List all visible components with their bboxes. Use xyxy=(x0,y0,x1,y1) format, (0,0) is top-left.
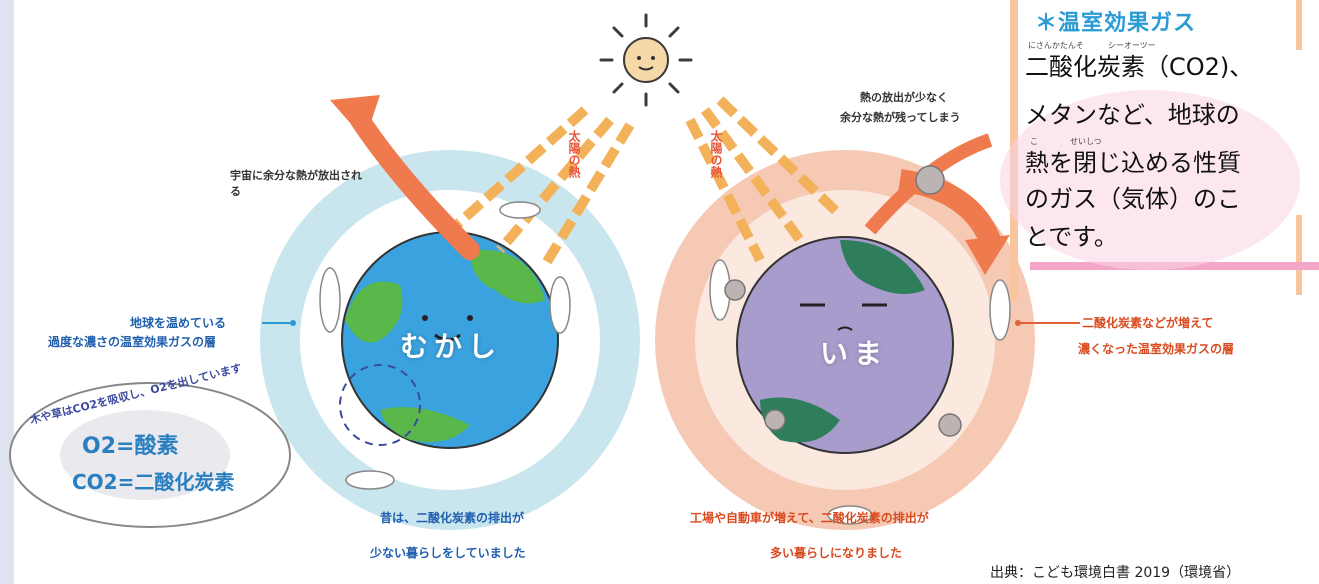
bubble-o2: O2=酸素 xyxy=(82,434,179,459)
present-land-bottom xyxy=(760,397,840,443)
left-margin-band xyxy=(0,0,14,584)
present-caption-1: 工場や自動車が増えて、二酸化炭素の排出が xyxy=(690,511,929,525)
past-heat-label: 太陽の熱 xyxy=(567,130,581,178)
past-land-left xyxy=(345,281,403,343)
note-title: ＊温室効果ガス xyxy=(1035,11,1197,36)
past-release-arrow xyxy=(350,110,480,260)
note-line-5: とです。 xyxy=(1025,223,1118,251)
present-trapped-note-2: 余分な熱が残ってしまう xyxy=(840,111,961,124)
note-line-1: 二酸化炭素（CO2)、 xyxy=(1025,53,1254,81)
past-layer-note-2: 過度な濃さの温室効果ガスの層 xyxy=(48,335,217,349)
past-caption-1: 昔は、二酸化炭素の排出が xyxy=(380,511,525,525)
present-trapped-note-1: 熱の放出が少なく xyxy=(860,91,948,104)
past-layer-note-1: 地球を温めている xyxy=(130,316,227,330)
present-layer-note-2: 濃くなった温室効果ガスの層 xyxy=(1078,342,1235,356)
past-land-bottom xyxy=(380,407,470,443)
note-line-3: 熱を閉じ込める性質 xyxy=(1025,149,1241,177)
past-release-note: 宇宙に余分な熱が放出される xyxy=(230,169,362,198)
present-caption-2: 多い暮らしになりました xyxy=(770,546,903,560)
source-credit: 出典：こども環境白書 2019（環境省） xyxy=(990,565,1241,581)
sun-icon xyxy=(596,10,696,110)
note-line-2: メタンなど、地球の xyxy=(1025,101,1240,129)
present-layer-note-1: 二酸化炭素などが増えて xyxy=(1082,316,1214,330)
past-land-top xyxy=(470,249,545,304)
bubble-co2: CO2=二酸化炭素 xyxy=(72,470,235,494)
present-land-top xyxy=(840,240,925,294)
past-caption-2: 少ない暮らしをしていました xyxy=(370,546,526,560)
heat-rays xyxy=(436,96,844,268)
present-return-arrow xyxy=(898,169,1001,245)
present-planet-label: いま xyxy=(820,337,889,370)
past-planet-label: むかし xyxy=(400,330,503,363)
note-ruby-1: にさんかたんそ シーオーツー xyxy=(1028,41,1156,50)
note-ruby-2: こ せいしつ xyxy=(1030,137,1102,146)
note-line-4: のガス（気体）のこ xyxy=(1025,185,1241,213)
present-heat-label: 太陽の熱 xyxy=(709,130,723,178)
